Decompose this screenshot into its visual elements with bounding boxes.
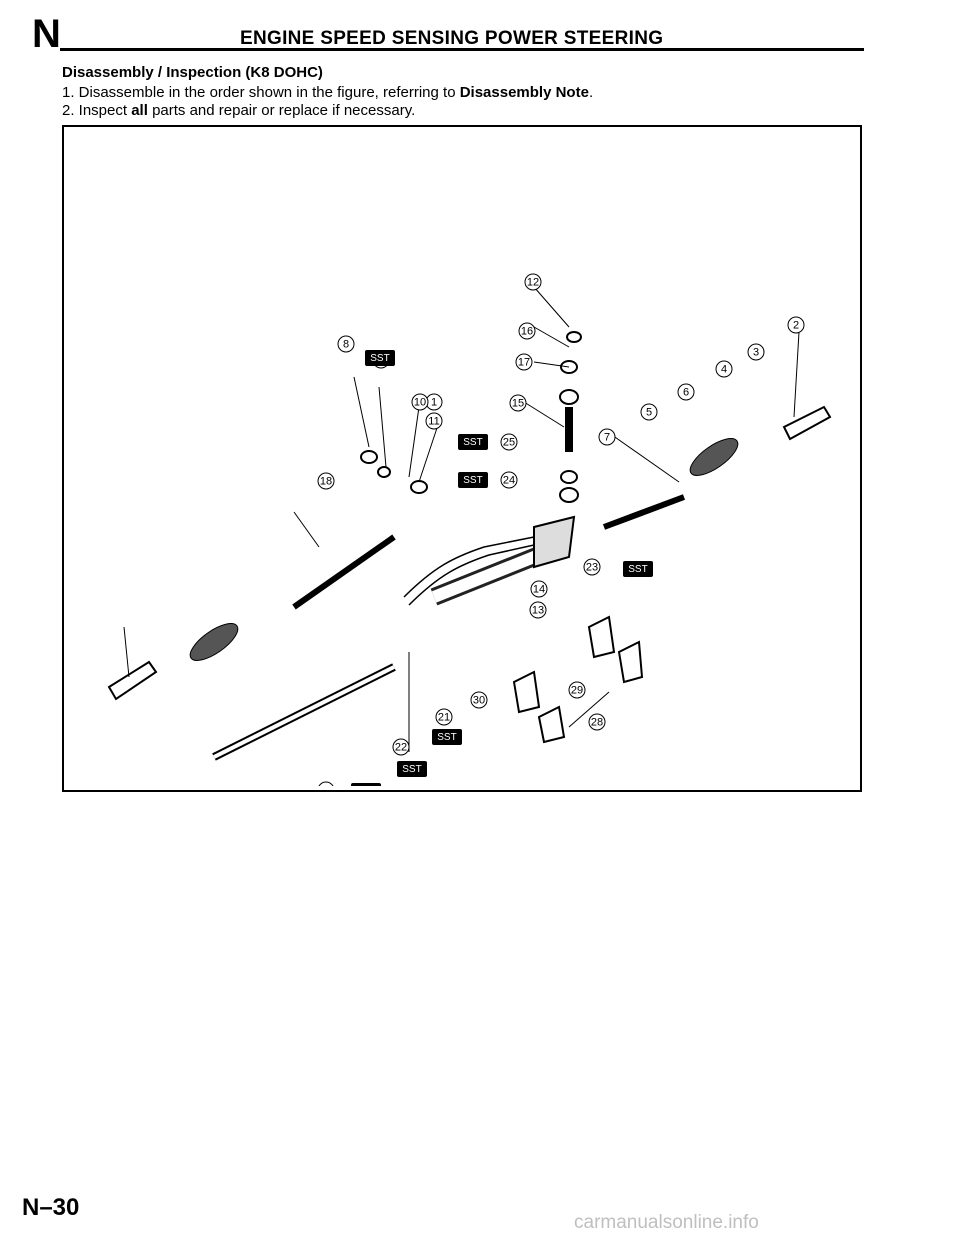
callout-11: 11 (425, 412, 443, 430)
callout-1: 1 (425, 393, 443, 411)
procedure-step-1: 1. Disassemble in the order shown in the… (62, 84, 593, 101)
callout-29: 29 (568, 681, 586, 699)
callout-18: 18 (317, 472, 335, 490)
callout-4: 4 (715, 360, 733, 378)
sst-badge-3: SST (458, 472, 488, 488)
figure-frame (62, 125, 862, 792)
svg-text:14: 14 (533, 584, 545, 596)
svg-text:29: 29 (571, 685, 583, 697)
svg-text:24: 24 (503, 475, 515, 487)
callout-6: 6 (677, 383, 695, 401)
sst-badge-1: SST (365, 350, 395, 366)
steering-rack-body (212, 407, 686, 761)
callout-10: 10 (411, 393, 429, 411)
step-1-suffix: . (588, 84, 594, 101)
page-title: ENGINE SPEED SENSING POWER STEERING (240, 28, 664, 49)
leader-lines (123, 286, 800, 752)
svg-text:21: 21 (438, 712, 450, 724)
header-rule (60, 48, 864, 51)
svg-text:SST: SST (437, 732, 456, 743)
step-1-prefix: 1. Disassemble in the order shown in the… (62, 84, 460, 101)
callouts: 1234567891011121314151617181920212223242… (317, 273, 805, 787)
svg-text:3: 3 (753, 347, 759, 359)
callout-21: 21 (435, 708, 453, 726)
step-2-suffix: parts and repair or replace if necessary… (147, 102, 416, 119)
svg-text:SST: SST (402, 764, 421, 775)
svg-text:SST: SST (628, 564, 647, 575)
parts-small (360, 331, 644, 744)
svg-text:4: 4 (721, 364, 727, 376)
callout-8: 8 (337, 335, 355, 353)
exploded-view-diagram: 1234567891011121314151617181920212223242… (107, 273, 832, 787)
svg-text:17: 17 (518, 357, 530, 369)
svg-text:SST: SST (463, 437, 482, 448)
svg-text:18: 18 (320, 476, 332, 488)
svg-text:6: 6 (683, 387, 689, 399)
section-letter: N (32, 12, 62, 56)
svg-text:25: 25 (503, 437, 515, 449)
svg-text:12: 12 (527, 277, 539, 289)
callout-24: 24 (500, 471, 518, 489)
svg-text:15: 15 (512, 398, 524, 410)
svg-text:19: 19 (320, 785, 332, 787)
callout-12: 12 (524, 273, 542, 291)
procedure-title: Disassembly / Inspection (K8 DOHC) (62, 64, 323, 81)
step-1-emphasis: Disassembly Note (459, 84, 589, 101)
svg-text:23: 23 (586, 562, 598, 574)
sst-badge-7: SST (351, 783, 381, 786)
svg-text:13: 13 (532, 605, 544, 617)
sst-badge-4: SST (623, 561, 653, 577)
svg-text:30: 30 (473, 695, 485, 707)
callout-15: 15 (509, 394, 527, 412)
callout-14: 14 (530, 580, 548, 598)
svg-text:1: 1 (431, 397, 437, 409)
callout-13: 13 (529, 601, 547, 619)
callout-19: 19 (318, 781, 334, 787)
svg-text:SST: SST (463, 475, 482, 486)
tie-rod-ends (107, 405, 832, 701)
page-number: N–30 (22, 1194, 80, 1221)
callout-17: 17 (515, 353, 533, 371)
svg-text:SST: SST (370, 353, 389, 364)
watermark: carmanualsonline.info (574, 1212, 759, 1233)
sst-badge-2: SST (458, 434, 488, 450)
sst-badge-5: SST (432, 729, 462, 745)
svg-text:7: 7 (604, 432, 610, 444)
boots (189, 438, 739, 661)
svg-text:10: 10 (414, 397, 426, 409)
svg-text:16: 16 (521, 326, 533, 338)
sst-badge-6: SST (397, 761, 427, 777)
svg-text:11: 11 (428, 416, 439, 428)
procedure-step-2: 2. Inspect all parts and repair or repla… (62, 102, 415, 119)
callout-23: 23 (583, 558, 601, 576)
callout-28: 28 (588, 713, 606, 731)
svg-text:8: 8 (343, 339, 349, 351)
svg-text:2: 2 (793, 320, 799, 332)
svg-text:28: 28 (591, 717, 603, 729)
step-2-emphasis: all (131, 102, 148, 119)
svg-text:22: 22 (395, 742, 407, 754)
callout-5: 5 (640, 403, 658, 421)
callout-16: 16 (518, 322, 536, 340)
svg-text:5: 5 (646, 407, 652, 419)
callout-3: 3 (747, 343, 765, 361)
callout-30: 30 (470, 691, 488, 709)
callout-25: 25 (500, 433, 518, 451)
callout-22: 22 (392, 738, 410, 756)
callout-2: 2 (787, 316, 805, 334)
sst-badges: SST SST SST SST SST SST SST (351, 350, 653, 786)
step-2-prefix: 2. Inspect (62, 102, 132, 119)
callout-7: 7 (598, 428, 616, 446)
pipes (403, 536, 535, 606)
